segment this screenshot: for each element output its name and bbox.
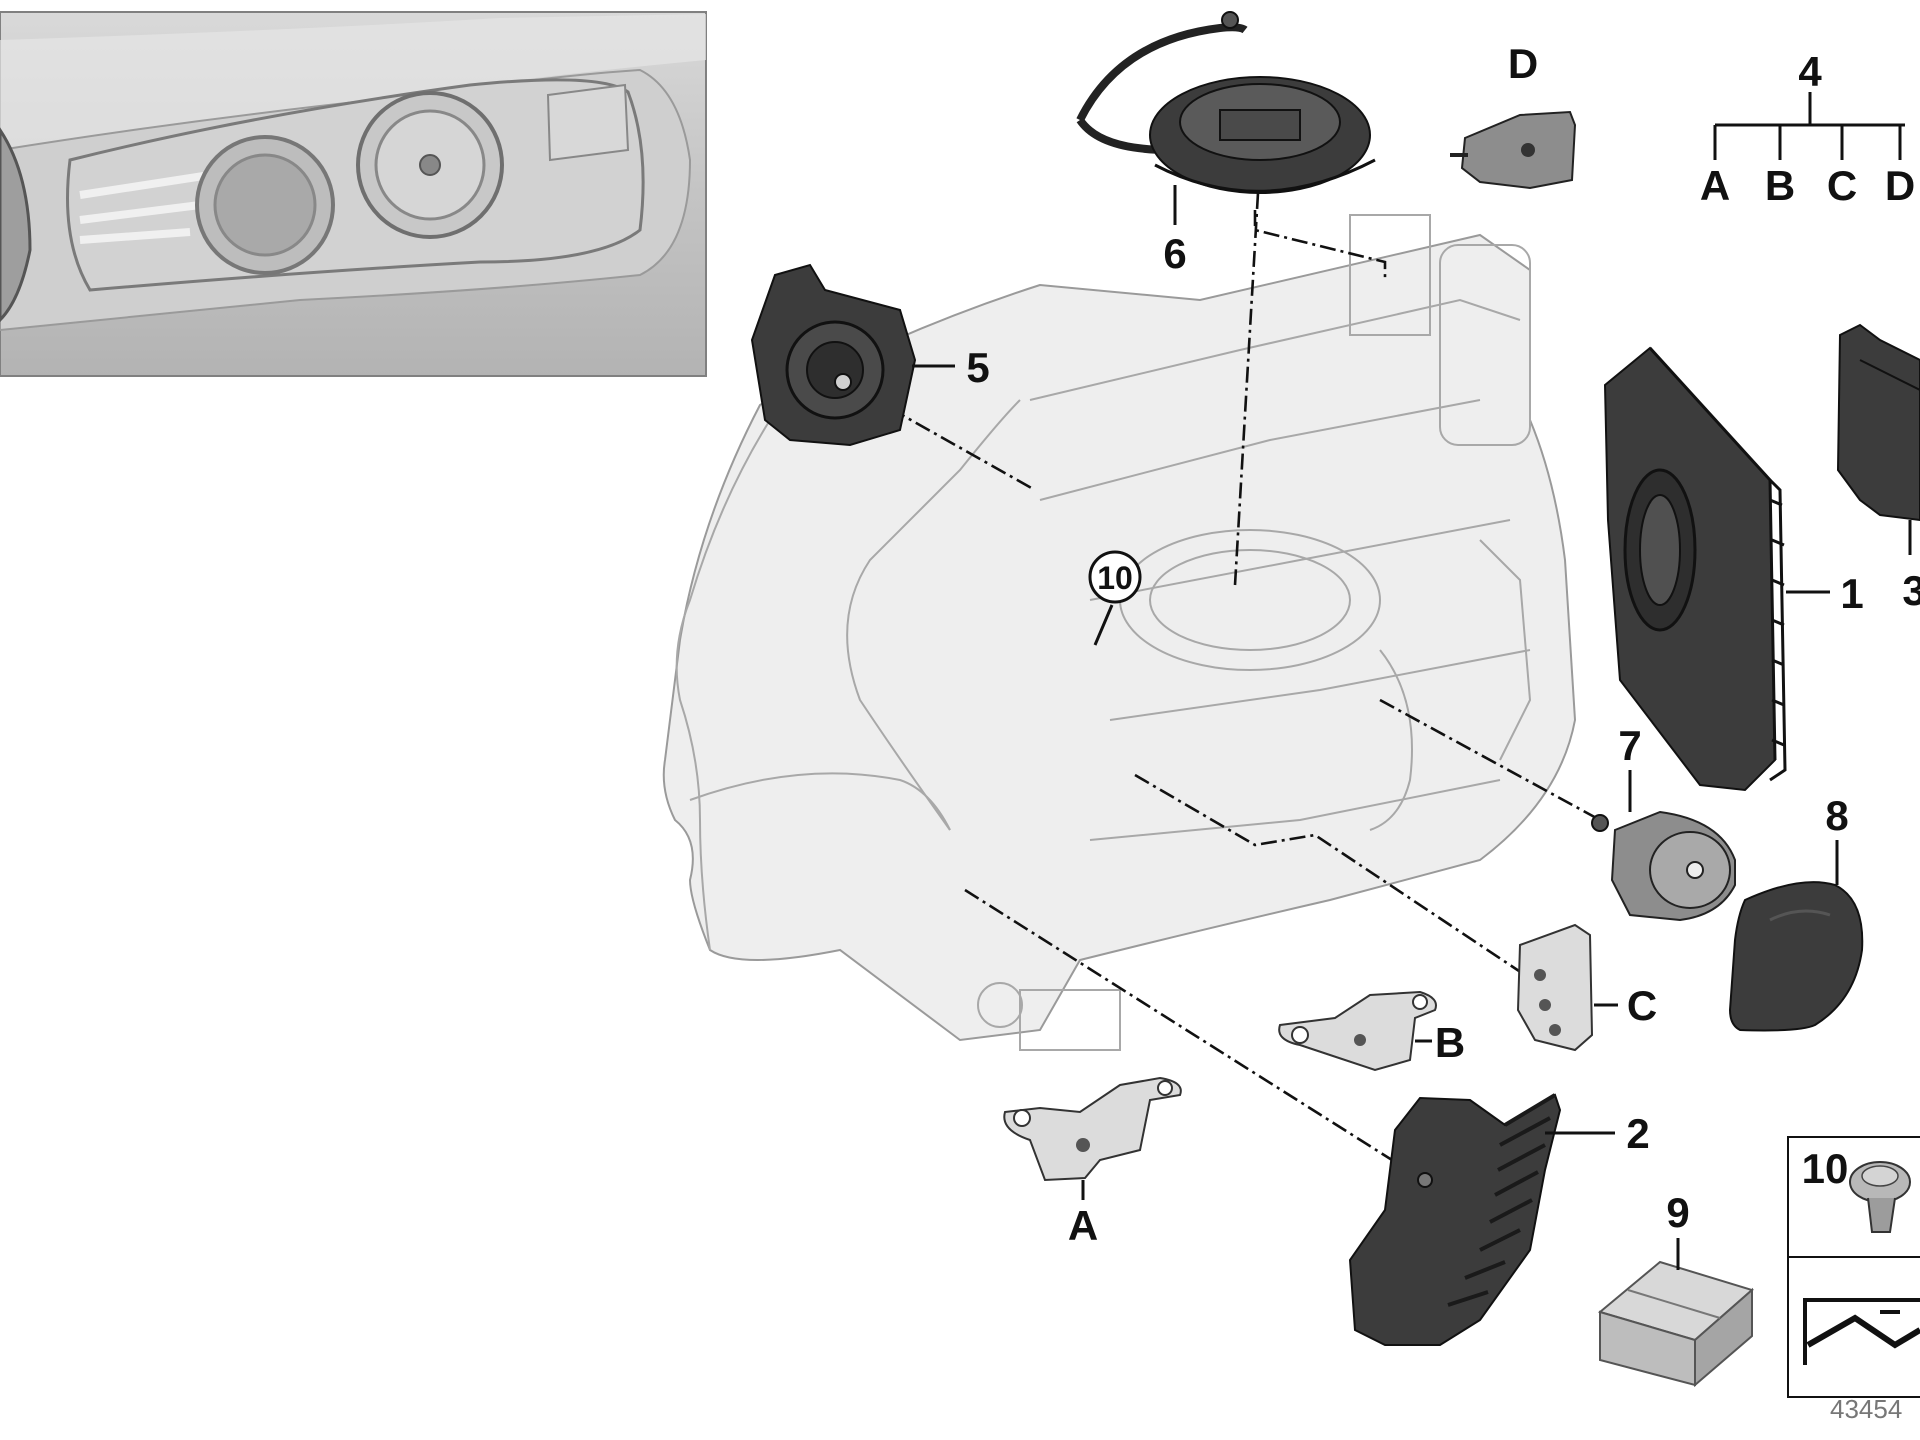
callout-c: C: [1627, 982, 1657, 1029]
callout-4: 4: [1798, 48, 1822, 95]
callout-10-circled-label: 10: [1097, 560, 1133, 596]
leader-lines: [912, 92, 1912, 1270]
spare-box: [1597, 1260, 1755, 1388]
bracket-a: [1003, 1076, 1182, 1182]
callout-10-circled: 10: [1088, 550, 1142, 604]
callout-3: 3: [1902, 567, 1920, 614]
bracket-d: [1450, 110, 1577, 190]
bulb-cover-cap: [1076, 11, 1376, 194]
callout-labels: 4 A B C D D 6 5 1 3 7 8 C B 2 A 9 10 10 …: [966, 40, 1920, 1424]
callout-10-box: 10: [1802, 1145, 1849, 1192]
detail-box-10: [1787, 1136, 1920, 1398]
assembly-lines: [839, 192, 1601, 1162]
callout-8: 8: [1825, 792, 1848, 839]
reference-number: 43454: [1830, 1394, 1902, 1424]
callout-tree-b: B: [1765, 162, 1795, 209]
callout-2: 2: [1626, 1110, 1649, 1157]
bracket-b: [1278, 990, 1437, 1072]
callout-a: A: [1068, 1202, 1098, 1249]
callout-1: 1: [1840, 570, 1863, 617]
led-control-module: [1603, 346, 1787, 792]
bracket-c: [1516, 923, 1594, 1052]
bulb-socket: [1591, 810, 1736, 922]
callout-9: 9: [1666, 1189, 1689, 1236]
heat-sink-module: [1348, 1093, 1562, 1346]
driver-module: [1836, 323, 1920, 522]
callout-6: 6: [1163, 230, 1186, 277]
multiple-parts-symbol: [1803, 1298, 1920, 1365]
callout-tree-d: D: [1885, 162, 1915, 209]
callout-7: 7: [1618, 722, 1641, 769]
actuator-unit: [750, 263, 917, 447]
callout-b: B: [1435, 1019, 1465, 1066]
callout-5: 5: [966, 344, 989, 391]
callout-bracket-d-top: D: [1508, 40, 1538, 87]
callout-tree-c: C: [1827, 162, 1857, 209]
rubber-cap: [1728, 881, 1864, 1032]
vehicle-inset: [0, 11, 707, 377]
callout-tree-a: A: [1700, 162, 1730, 209]
